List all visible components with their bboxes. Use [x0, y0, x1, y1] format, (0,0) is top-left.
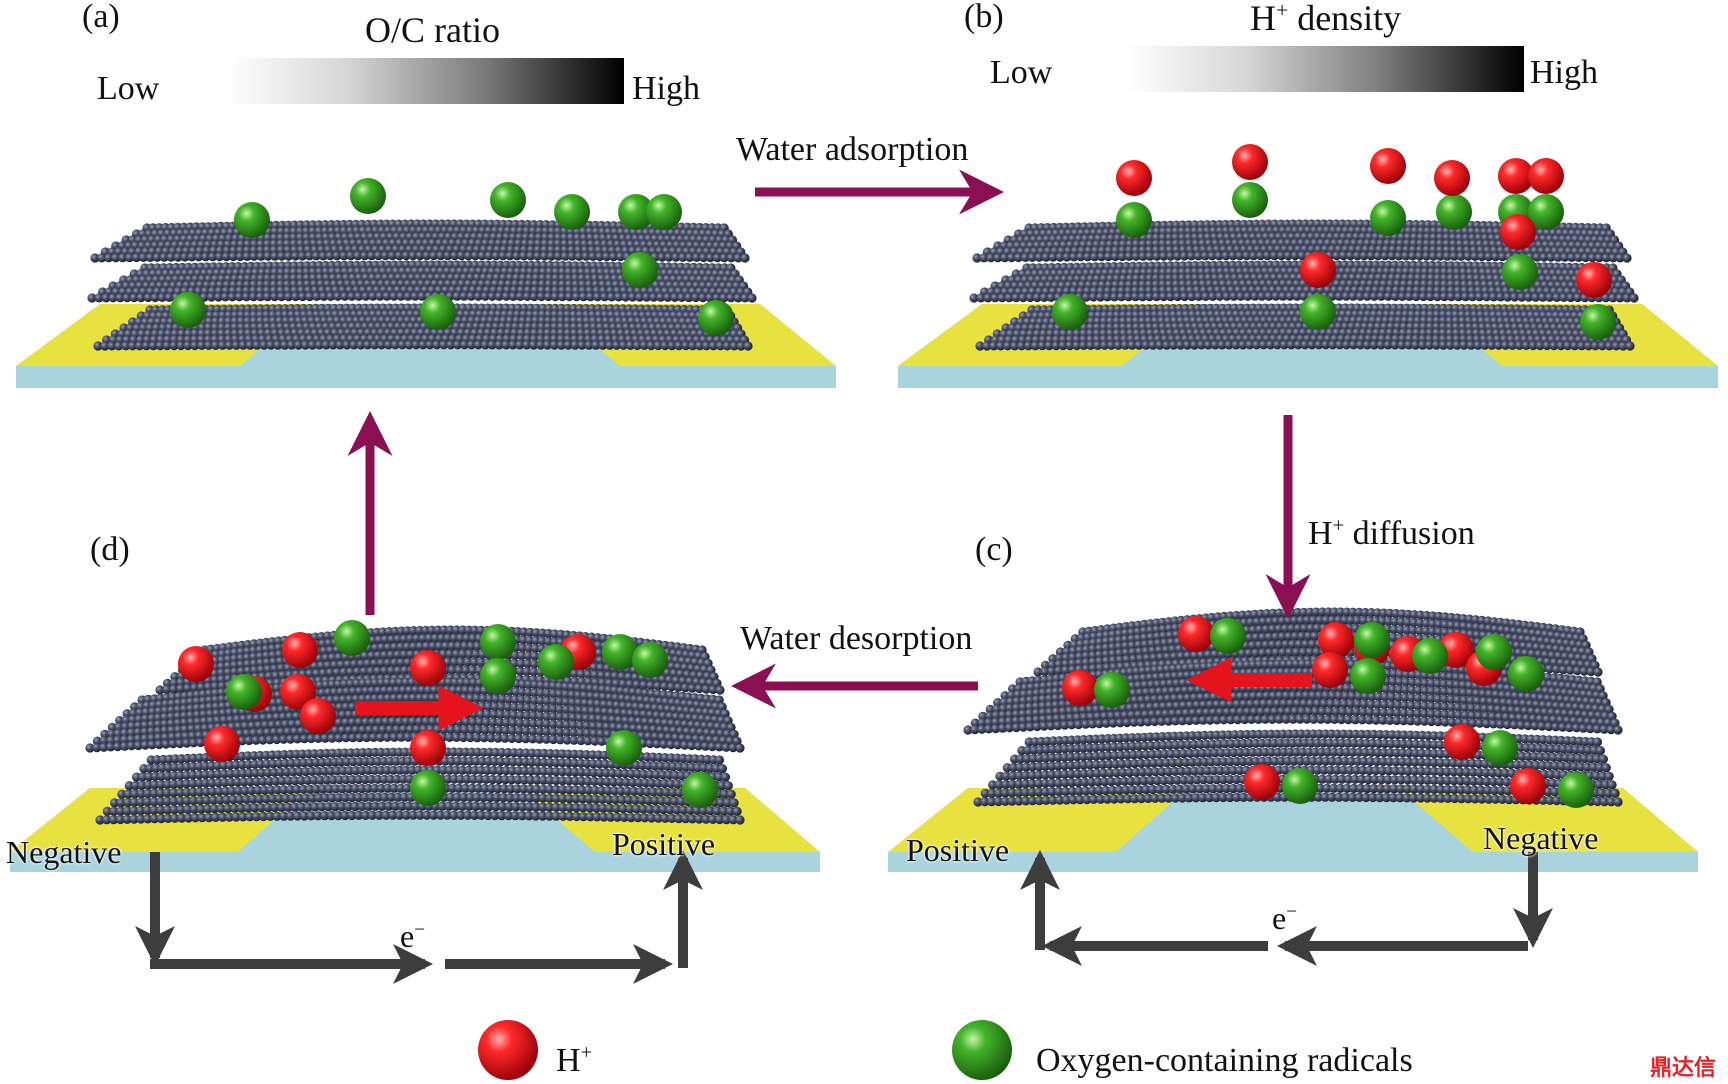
- h-density-low: Low: [990, 54, 1053, 91]
- graphene-oxide-flakes-b: [969, 219, 1639, 351]
- h-density-title-rest: density: [1288, 0, 1402, 38]
- electrode-label-d-right: Positive: [612, 826, 716, 862]
- h-density-title-main: H: [1250, 0, 1276, 38]
- h-density-gradient-bar: [1126, 46, 1524, 92]
- electron-d-sup: −: [414, 919, 426, 941]
- electrode-label-c-right: Negative: [1483, 820, 1599, 856]
- electrode-label-d-left: Negative: [6, 834, 122, 870]
- electron-d-main: e: [400, 918, 415, 954]
- h-diffusion-sup: +: [1332, 514, 1345, 537]
- h-diffusion-label: H+ diffusion: [1308, 514, 1475, 552]
- legend-proton-label: H+: [556, 1041, 593, 1079]
- legend-radical-sphere: [952, 1020, 1012, 1080]
- oc-ratio-title: O/C ratio: [365, 10, 500, 50]
- panel-label-d: (d): [90, 531, 130, 568]
- gold-electrode-left-c: [888, 788, 1188, 852]
- panel-label-c: (c): [975, 531, 1013, 568]
- device-base-c: [888, 788, 1698, 872]
- legend-radical-label: Oxygen-containing radicals: [1036, 1042, 1413, 1079]
- electrode-label-c-left: Positive: [906, 832, 1010, 868]
- electron-circuit-c: [1020, 850, 1553, 966]
- electron-c-main: e: [1272, 900, 1287, 936]
- legend-h-main: H: [556, 1042, 581, 1079]
- electron-label-d: e−: [400, 920, 425, 952]
- electron-c-sup: −: [1286, 901, 1298, 923]
- watermark-logo: 鼎达信: [1650, 1056, 1717, 1081]
- h-density-title-sup: +: [1276, 0, 1289, 22]
- h-density-high: High: [1530, 54, 1598, 91]
- electron-circuit-d: [135, 850, 703, 984]
- h-diffusion-rest: diffusion: [1344, 515, 1475, 552]
- gold-electrode-right-c: [1398, 788, 1698, 852]
- panel-label-a: (a): [82, 0, 120, 35]
- graphene-oxide-flakes-c: [963, 607, 1623, 807]
- water-adsorption-label: Water adsorption: [736, 131, 969, 168]
- graphene-oxide-flakes-a: [87, 219, 757, 351]
- oc-ratio-low: Low: [97, 70, 160, 107]
- molecule-spheres: [170, 144, 1616, 808]
- legend-proton-sphere: [478, 1020, 538, 1080]
- water-desorption-label: Water desorption: [740, 620, 973, 657]
- oc-ratio-gradient-bar: [228, 58, 624, 104]
- legend-h-sup: +: [580, 1041, 593, 1064]
- h-density-title: H+ density: [1250, 0, 1401, 36]
- electron-label-c: e−: [1272, 902, 1297, 934]
- h-diffusion-main: H: [1308, 515, 1333, 552]
- oc-ratio-high: High: [632, 70, 700, 107]
- panel-label-b: (b): [964, 0, 1004, 35]
